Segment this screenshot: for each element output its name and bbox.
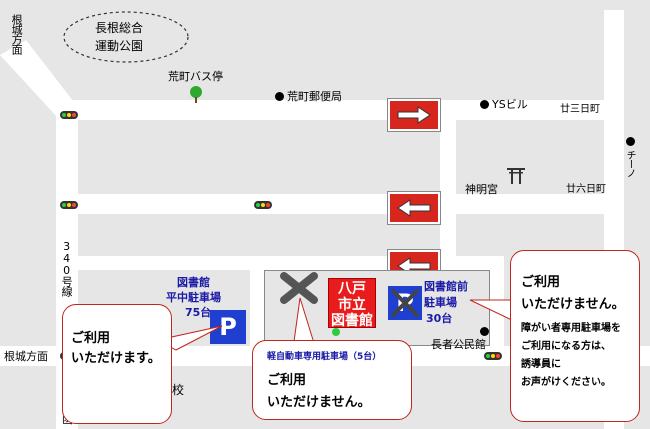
hiranaka-parking-name-2: 平中駐車場 — [166, 291, 221, 304]
left-arrow-icon — [397, 199, 431, 217]
road-middle-horizontal — [60, 194, 620, 214]
library-line-2: 市立 — [338, 297, 366, 313]
shinmeigu-label: 神明宮 — [465, 183, 498, 196]
road-lower-vertical — [250, 256, 264, 356]
school-partial-label: 校 — [172, 383, 185, 397]
callout-front-note-2: ご利用になる方は、 — [521, 341, 611, 352]
callout-kei-title: 軽自動車専用駐車場（5台） — [267, 352, 382, 362]
post-office-marker-icon — [275, 92, 284, 101]
callout-hiranaka-available: ご利用 いただけます。 — [62, 304, 172, 424]
road-center-vertical — [440, 120, 456, 260]
callout-front-note-4: お声がけください。 — [521, 377, 611, 388]
chojakominkan-label: 長者公民館 — [431, 338, 486, 351]
cross-icon — [280, 272, 318, 304]
front-parking-spaces: 30台 — [426, 312, 453, 325]
library-building: 八戸 市立 図書館 — [328, 278, 376, 329]
callout-front-line-1: ご利用 — [521, 275, 561, 290]
callout-kei-line-1: ご利用 — [267, 373, 307, 388]
front-parking-sign: P — [388, 286, 422, 320]
callout-kei-line-2: いただけません。 — [267, 395, 371, 410]
park-outline — [63, 11, 189, 63]
callout-kei-unavailable: 軽自動車専用駐車場（5台） ご利用 いただけません。 — [252, 340, 412, 420]
torii-icon — [507, 168, 525, 184]
aracho-bus-stop-label: 荒町バス停 — [168, 70, 223, 83]
park-label-2: 運動公園 — [95, 39, 144, 53]
hiranaka-parking-symbol: P — [219, 313, 237, 341]
callout-hiranaka-line-2: いただけます。 — [71, 351, 161, 366]
front-parking-name-2: 駐車場 — [424, 296, 457, 309]
konjo-direction-top: 根城方面 — [10, 14, 24, 54]
callout-front-unavailable: ご利用 いただけません。 障がい者専用駐車場を ご利用になる方は、 誘導員に お… — [510, 250, 640, 422]
library-line-3: 図書館 — [331, 313, 373, 329]
library-entrance-icon — [332, 328, 340, 336]
nijurokkamachi-label: 廿六日町 — [566, 184, 606, 195]
right-arrow-icon — [397, 106, 431, 124]
aracho-post-office-label: 荒町郵便局 — [287, 90, 342, 103]
konjo-direction-left: 根城方面 — [4, 350, 48, 363]
callout-front-line-2: いただけません。 — [521, 297, 625, 312]
hiranaka-parking-spaces: 75台 — [185, 306, 212, 319]
chino-label: チーノ — [624, 150, 635, 177]
cross-icon — [390, 288, 420, 318]
park-label-1: 長根総合 — [95, 21, 144, 35]
front-parking-name-1: 図書館前 — [424, 280, 468, 293]
one-way-sign-east — [388, 99, 440, 131]
hiranaka-parking-name-1: 図書館 — [177, 276, 210, 289]
callout-hiranaka-line-1: ご利用 — [71, 331, 111, 346]
ys-building-marker-icon — [480, 100, 489, 109]
route-340-label: 340号線 — [60, 240, 74, 296]
callout-front-note-1: 障がい者専用駐車場を — [521, 323, 621, 334]
community-hall-marker-icon — [480, 327, 489, 336]
ys-building-label: YSビル — [492, 98, 528, 111]
traffic-signal-icon — [484, 352, 502, 360]
one-way-sign-west-1 — [388, 192, 440, 224]
library-line-1: 八戸 — [338, 281, 366, 297]
traffic-signal-icon — [60, 201, 78, 209]
chino-marker-icon — [626, 137, 635, 146]
traffic-signal-icon — [60, 111, 78, 119]
nijusankamachi-label: 廿三日町 — [560, 104, 600, 115]
tree-icon — [190, 86, 202, 103]
traffic-signal-icon — [254, 201, 272, 209]
callout-front-note-3: 誘導員に — [521, 359, 561, 370]
